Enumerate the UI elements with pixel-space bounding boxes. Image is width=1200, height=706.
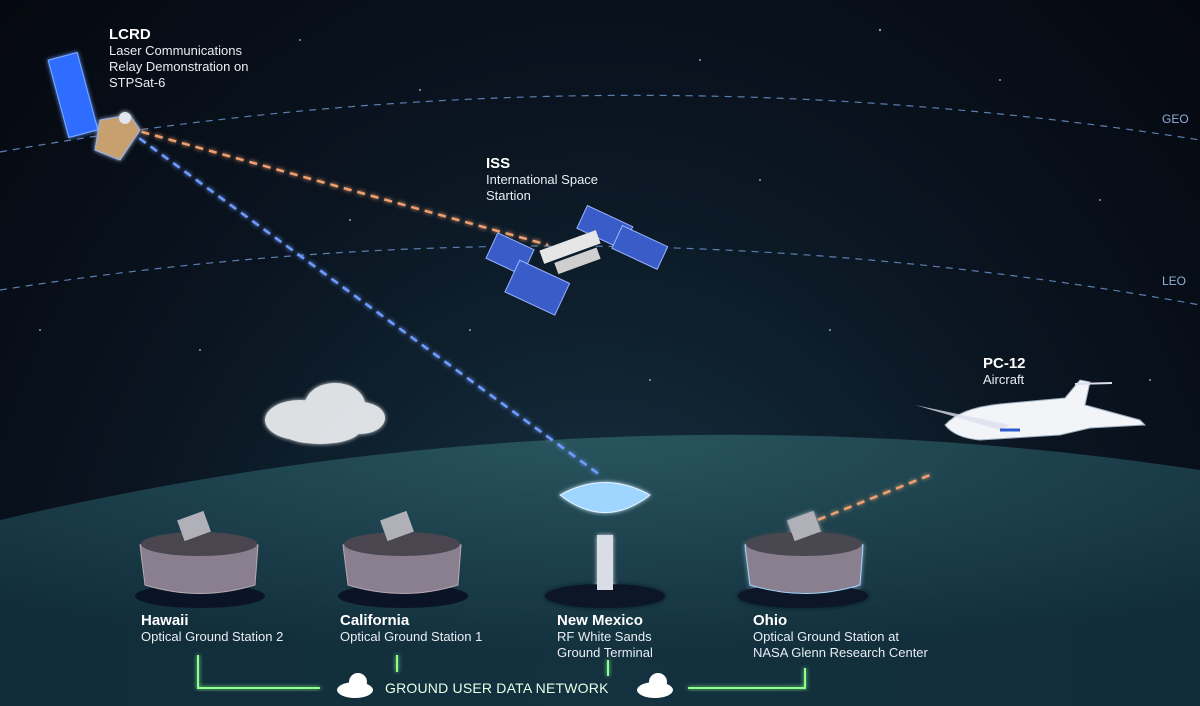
iss-title: ISS — [486, 155, 511, 172]
iss-label: ISS International Space Startion — [486, 155, 598, 204]
lcrd-label: LCRD Laser Communications Relay Demonstr… — [109, 26, 248, 91]
station-newmexico-label: New Mexico RF White Sands Ground Termina… — [557, 612, 653, 661]
optical-link-ohio-aircraft — [804, 473, 931, 527]
network-cloud-left-icon — [337, 673, 373, 698]
geo-orbit — [0, 94, 1200, 153]
leo-orbit — [0, 245, 1200, 306]
geo-label: GEO — [1162, 112, 1189, 126]
network-cloud-right-icon — [637, 673, 673, 698]
station-title: New Mexico — [557, 612, 643, 629]
lcrd-desc-line: STPSat-6 — [109, 75, 166, 90]
lcrd-desc-line: Relay Demonstration on — [109, 59, 249, 74]
station-ohio-label: Ohio Optical Ground Station at NASA Glen… — [753, 612, 928, 661]
station-desc: Optical Ground Station 1 — [340, 629, 483, 644]
aircraft-subtitle: Aircraft — [983, 372, 1025, 387]
station-title: Hawaii — [141, 612, 189, 629]
station-california-icon — [338, 510, 468, 608]
station-desc: RF White Sands — [557, 629, 652, 644]
station-desc: Ground Terminal — [557, 645, 653, 660]
iss-desc-line: Startion — [486, 188, 531, 203]
optical-link-lcrd-iss — [127, 126, 549, 247]
station-desc: NASA Glenn Research Center — [753, 645, 928, 660]
iss-icon — [485, 204, 669, 316]
lcrd-title: LCRD — [109, 26, 151, 43]
station-title: Ohio — [753, 612, 788, 629]
network-bracket — [197, 655, 806, 689]
station-title: California — [340, 612, 410, 629]
station-desc: Optical Ground Station at — [753, 629, 899, 644]
leo-label: LEO — [1162, 274, 1187, 288]
station-newmexico-dish-icon — [545, 482, 665, 608]
cloud-icon — [265, 383, 385, 444]
aircraft-title: PC-12 — [983, 355, 1026, 372]
station-ohio-icon — [738, 510, 868, 608]
lcrd-satellite-icon — [47, 51, 141, 161]
pc12-aircraft-icon — [915, 379, 1147, 441]
ground-network-label: GROUND USER DATA NETWORK — [385, 680, 609, 696]
station-desc: Optical Ground Station 2 — [141, 629, 284, 644]
station-hawaii-icon — [135, 510, 265, 608]
iss-desc-line: International Space — [486, 172, 599, 187]
lcrd-desc-line: Laser Communications — [109, 43, 242, 58]
aircraft-label: PC-12 Aircraft — [983, 355, 1026, 388]
stars — [39, 28, 1151, 381]
station-hawaii-label: Hawaii Optical Ground Station 2 — [141, 612, 283, 645]
station-california-label: California Optical Ground Station 1 — [340, 612, 482, 645]
